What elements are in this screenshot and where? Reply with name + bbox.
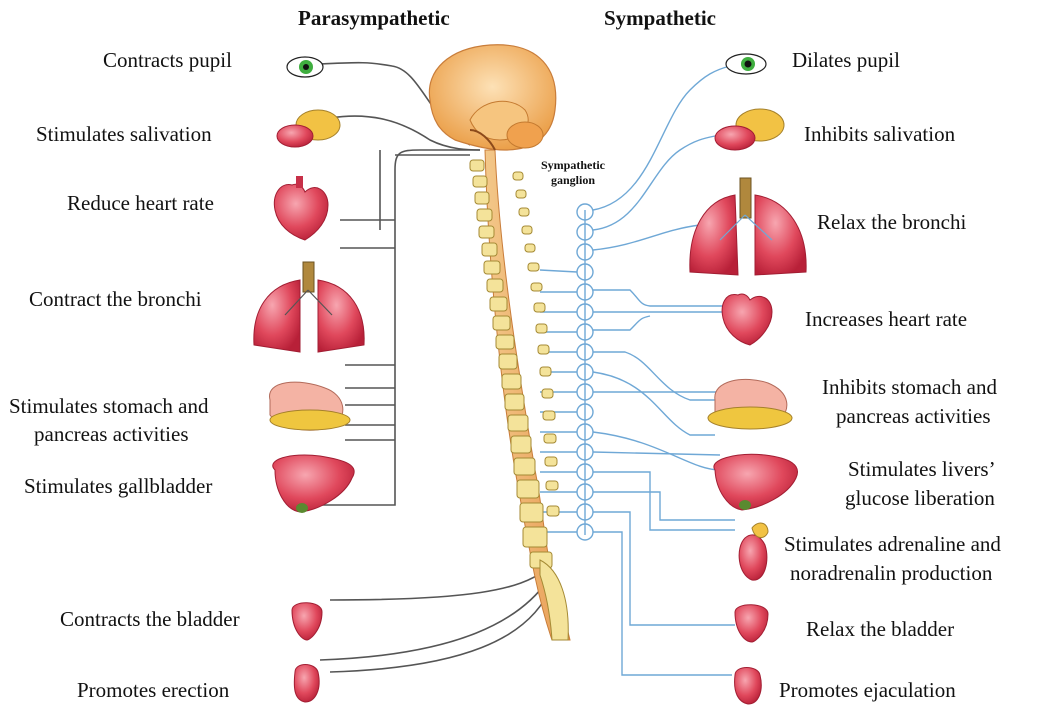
vertebrae bbox=[470, 160, 568, 640]
label-contracts-the-bladder: Contracts the bladder bbox=[60, 606, 240, 632]
right-liver-icon bbox=[714, 454, 798, 510]
right-heart-icon bbox=[722, 294, 772, 345]
left-stomach-icon bbox=[270, 382, 350, 430]
left-genital-icon bbox=[294, 665, 319, 703]
label-dilates-pupil: Dilates pupil bbox=[792, 47, 900, 73]
label-inhibits-stomach-line2: pancreas activities bbox=[836, 403, 991, 429]
left-bladder-icon bbox=[292, 603, 322, 640]
brain bbox=[429, 45, 555, 150]
left-eye-icon bbox=[287, 57, 323, 77]
label-relax-the-bladder: Relax the bladder bbox=[806, 616, 954, 642]
right-stomach-icon bbox=[708, 379, 792, 429]
spinal-cord bbox=[485, 150, 570, 640]
sympathetic-ganglion-label: Sympathetic ganglion bbox=[528, 158, 618, 188]
label-increases-heart-rate: Increases heart rate bbox=[805, 306, 967, 332]
left-lungs-icon bbox=[254, 262, 364, 352]
label-stimulates-stomach-line1: Stimulates stomach and bbox=[9, 393, 208, 419]
label-contracts-pupil: Contracts pupil bbox=[103, 47, 232, 73]
sympathetic-heading: Sympathetic bbox=[604, 6, 716, 31]
label-inhibits-stomach-line1: Inhibits stomach and bbox=[822, 374, 997, 400]
right-bladder-icon bbox=[735, 605, 768, 642]
label-stimulates-stomach-line2: pancreas activities bbox=[34, 421, 189, 447]
ganglion-line-1: Sympathetic bbox=[528, 158, 618, 173]
label-stimulates-livers-line2: glucose liberation bbox=[845, 485, 995, 511]
label-contract-the-bronchi: Contract the bronchi bbox=[29, 286, 202, 312]
label-stimulates-adrenaline-line1: Stimulates adrenaline and bbox=[784, 531, 1001, 557]
left-salivary-gland-icon bbox=[277, 110, 340, 147]
right-salivary-gland-icon bbox=[715, 109, 784, 150]
label-stimulates-gallbladder: Stimulates gallbladder bbox=[24, 473, 212, 499]
label-reduce-heart-rate: Reduce heart rate bbox=[67, 190, 214, 216]
right-lungs-icon bbox=[690, 178, 806, 275]
label-promotes-ejaculation: Promotes ejaculation bbox=[779, 677, 956, 703]
label-stimulates-adrenaline-line2: noradrenalin production bbox=[790, 560, 992, 586]
label-stimulates-livers-line1: Stimulates livers’ bbox=[848, 456, 996, 482]
label-inhibits-salivation: Inhibits salivation bbox=[804, 121, 955, 147]
parasympathetic-heading: Parasympathetic bbox=[298, 6, 450, 31]
label-relax-the-bronchi: Relax the bronchi bbox=[817, 209, 966, 235]
right-adrenal-kidney-icon bbox=[739, 523, 768, 580]
left-heart-icon bbox=[274, 176, 328, 240]
right-genital-icon bbox=[735, 668, 762, 705]
label-promotes-erection: Promotes erection bbox=[77, 677, 229, 703]
ganglion-line-2: ganglion bbox=[528, 173, 618, 188]
label-stimulates-salivation: Stimulates salivation bbox=[36, 121, 212, 147]
right-eye-icon bbox=[726, 54, 766, 74]
